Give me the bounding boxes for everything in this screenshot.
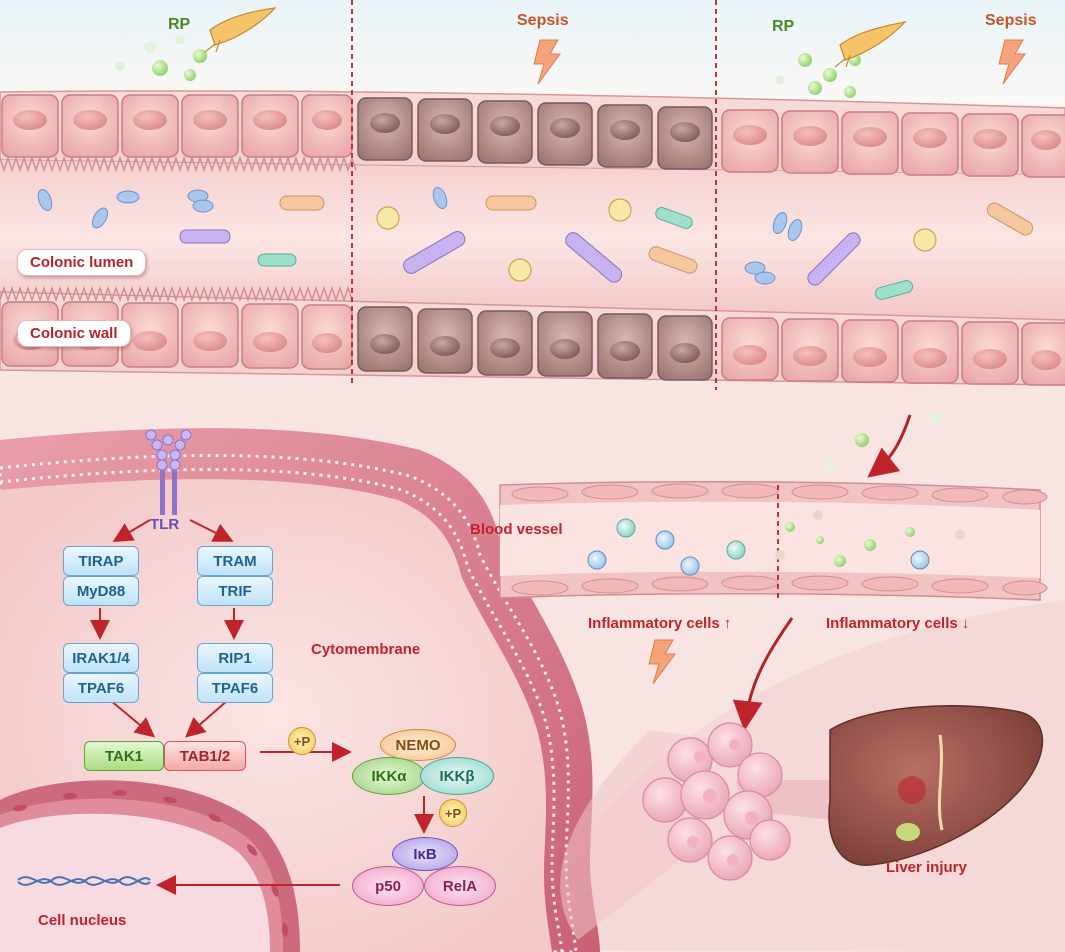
- inflammatory-cells-up-text: Inflammatory cells: [588, 615, 720, 632]
- arrow-up-icon: ↑: [723, 615, 732, 632]
- inflammatory-cells-down-label: Inflammatory cells ↓: [826, 615, 969, 632]
- rela-ellipse: RelA: [424, 866, 496, 906]
- tpaf6-box-left: TPAF6: [63, 673, 139, 703]
- blood-vessel: [499, 480, 1048, 601]
- tlr-label: TLR: [150, 516, 180, 533]
- liver-icon: [828, 705, 1044, 866]
- ginseng-root-icon: [834, 21, 907, 68]
- inflammatory-cells-up-label: Inflammatory cells ↑: [588, 615, 731, 632]
- p50-ellipse: p50: [352, 866, 424, 906]
- tram-box: TRAM: [197, 546, 273, 576]
- colonic-wall-tag: Colonic wall: [17, 320, 131, 347]
- ikkb-ellipse: IKKβ: [420, 757, 494, 795]
- rp-label-left: RP: [168, 16, 191, 33]
- irak14-box: IRAK1/4: [63, 643, 139, 673]
- rip1-box: RIP1: [197, 643, 273, 673]
- tirap-box: TIRAP: [63, 546, 139, 576]
- flow-arrows: [732, 414, 912, 731]
- lightning-icon: [533, 39, 1026, 685]
- colonic-lumen-tag: Colonic lumen: [17, 249, 147, 276]
- cell-nucleus-label: Cell nucleus: [38, 912, 127, 929]
- sepsis-label-middle: Sepsis: [517, 12, 569, 29]
- inflammatory-cells-down-text: Inflammatory cells: [826, 615, 958, 632]
- cytomembrane-label: Cytomembrane: [311, 641, 421, 658]
- tlr-receptor-icon: [145, 429, 192, 515]
- phosphorylation-icon-1: +P: [288, 727, 316, 755]
- blood-vessel-label: Blood vessel: [470, 521, 563, 538]
- rp-label-right: RP: [772, 18, 795, 35]
- bacteria: [37, 186, 1034, 300]
- tab12-box: TAB1/2: [164, 741, 246, 771]
- phosphorylation-icon-2: +P: [439, 799, 467, 827]
- nemo-ellipse: NEMO: [380, 729, 456, 761]
- top-epithelial-cells: [0, 94, 1065, 178]
- sepsis-label-right: Sepsis: [985, 12, 1037, 29]
- dna-icon: [17, 876, 151, 886]
- liver-injury-label: Liver injury: [886, 859, 967, 876]
- rp-translocation-particles: [824, 412, 941, 471]
- arrow-down-icon: ↓: [961, 615, 970, 632]
- tpaf6-box-right: TPAF6: [197, 673, 273, 703]
- trif-box: TRIF: [197, 576, 273, 606]
- ikb-ellipse: IκB: [392, 837, 458, 871]
- ginseng-root-icon: [204, 7, 277, 53]
- ikka-ellipse: IKKα: [352, 757, 426, 795]
- tak1-box: TAK1: [84, 741, 164, 771]
- myd88-box: MyD88: [63, 576, 139, 606]
